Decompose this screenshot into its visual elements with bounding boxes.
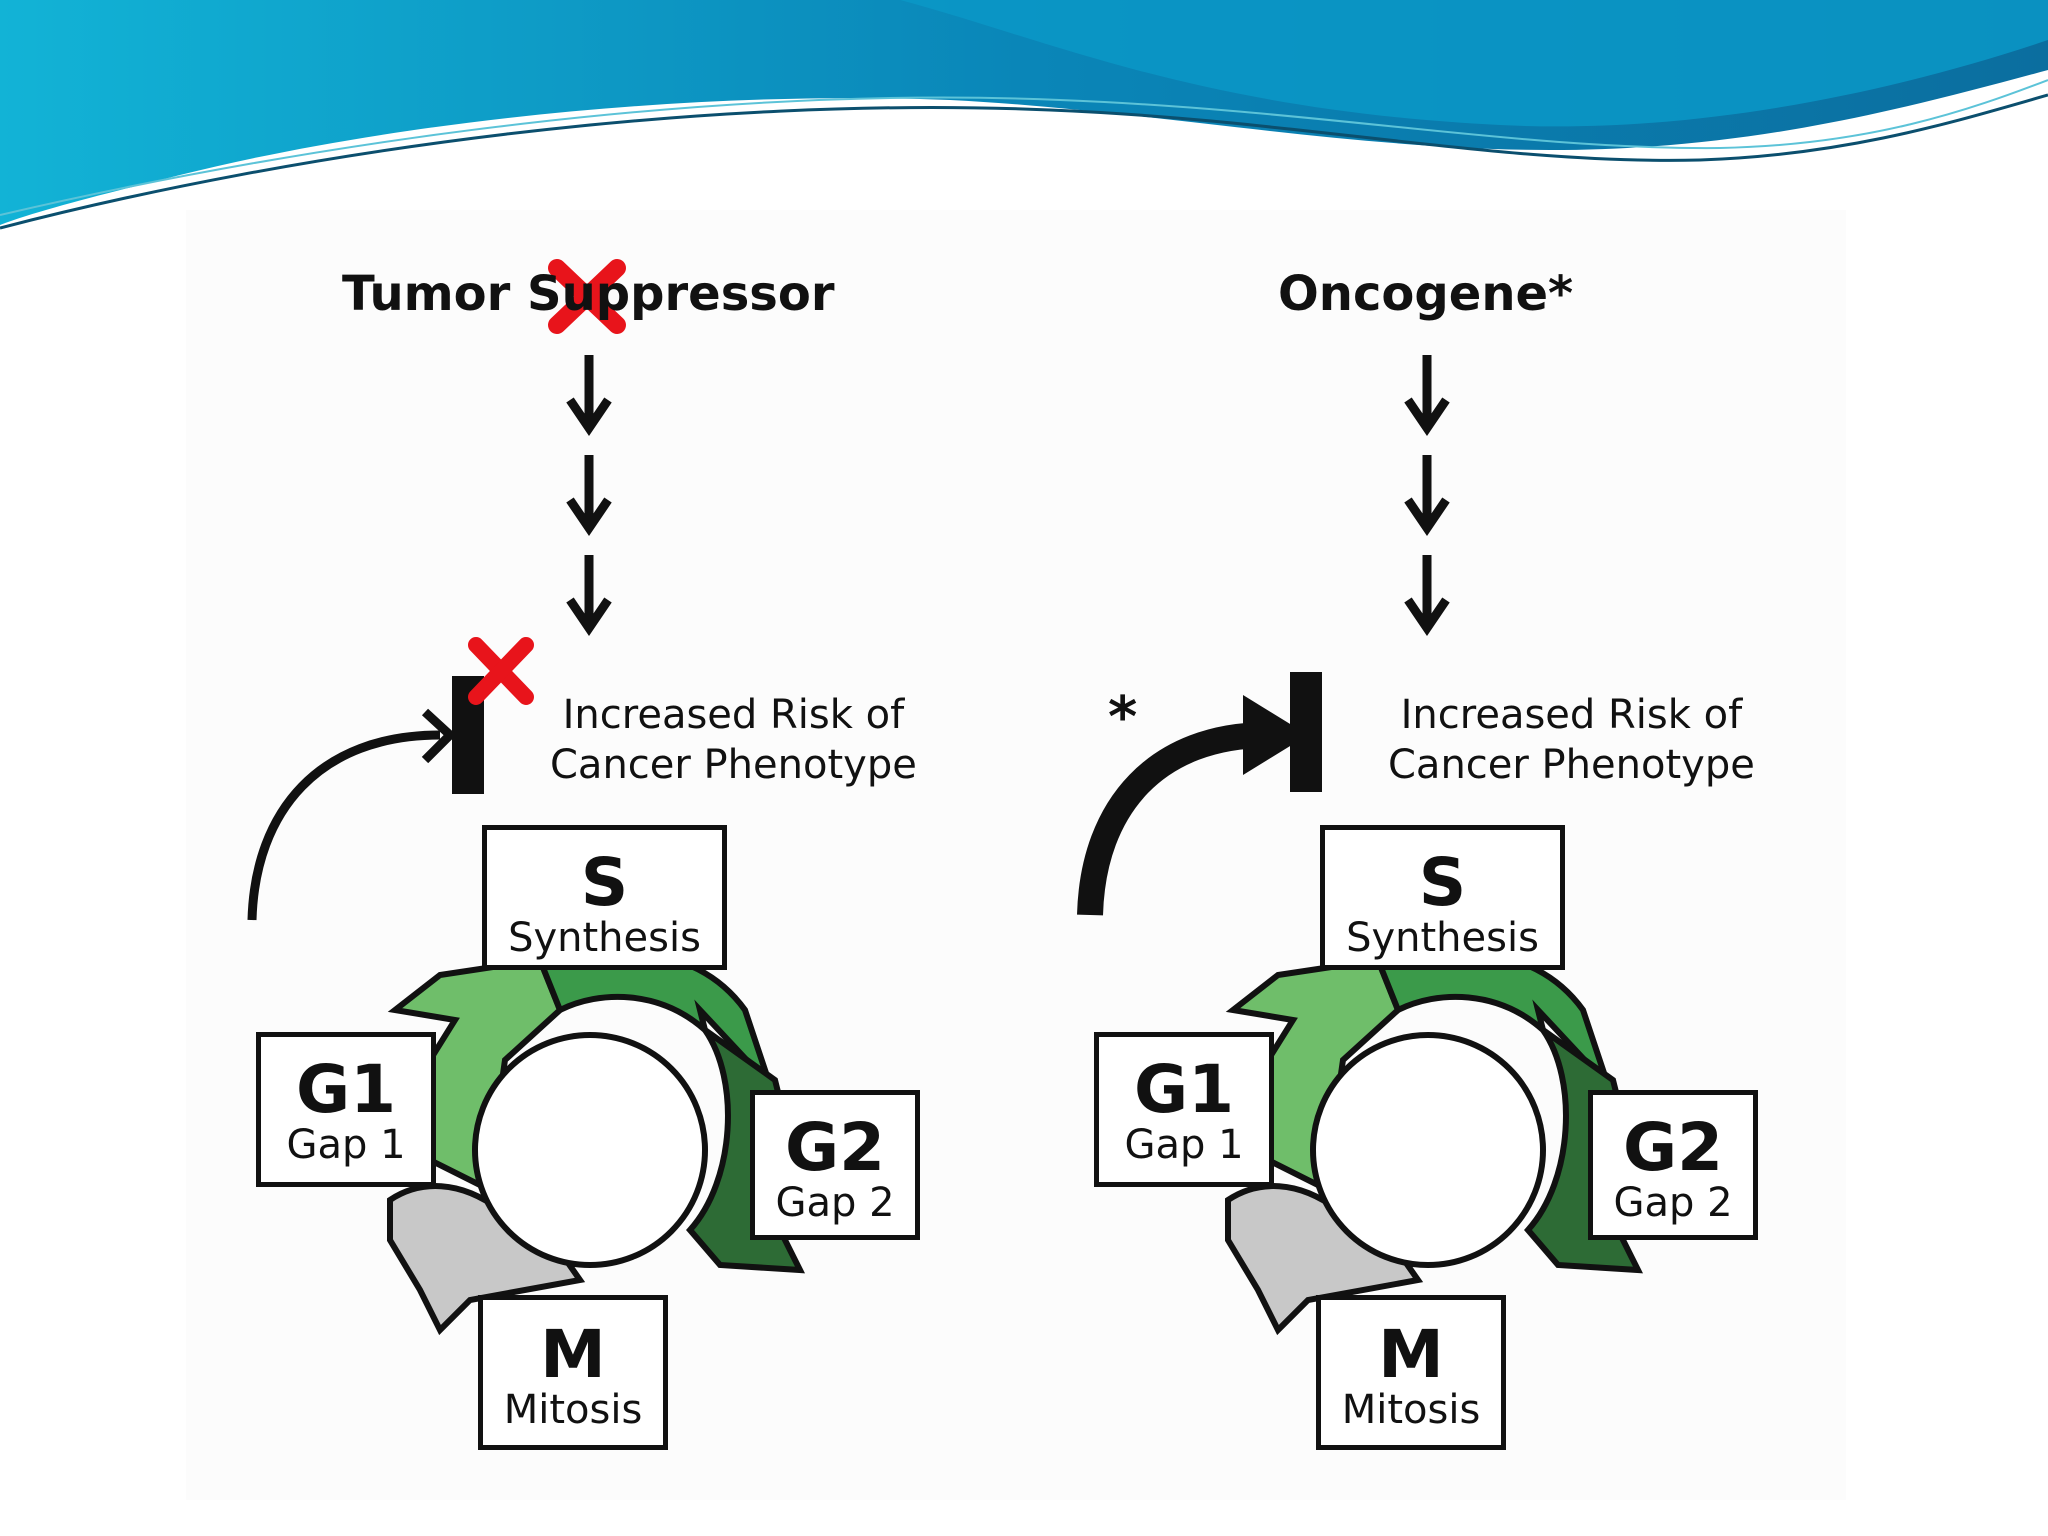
mitosis-phase-box: M Mitosis bbox=[1316, 1295, 1506, 1450]
down-arrow-1 bbox=[566, 355, 612, 437]
phase-name: Gap 2 bbox=[775, 1180, 895, 1226]
phase-code: G2 bbox=[1622, 1109, 1724, 1186]
phase-code: M bbox=[1378, 1316, 1444, 1393]
title-knockout-x bbox=[548, 259, 626, 334]
phase-name: Mitosis bbox=[503, 1387, 643, 1433]
gap2-phase-box: G2 Gap 2 bbox=[750, 1090, 920, 1240]
phase-name: Gap 1 bbox=[1124, 1122, 1244, 1168]
phase-code: M bbox=[540, 1316, 606, 1393]
header-wave-banner bbox=[0, 0, 2048, 230]
down-arrow-3 bbox=[1404, 555, 1450, 637]
m-arrow bbox=[387, 1183, 586, 1336]
phase-name: Synthesis bbox=[1346, 915, 1539, 961]
phase-code: S bbox=[580, 844, 629, 921]
down-arrows bbox=[1404, 355, 1450, 637]
risk-label-line-1: Increased Risk of bbox=[562, 692, 905, 738]
gap1-phase-box: G1 Gap 1 bbox=[1094, 1032, 1274, 1187]
down-arrow-3 bbox=[566, 555, 612, 637]
synthesis-phase-box: S Synthesis bbox=[1320, 825, 1565, 970]
risk-label-line-2: Cancer Phenotype bbox=[550, 742, 917, 788]
phase-code: G1 bbox=[1133, 1051, 1235, 1128]
inhibition-knockout-x bbox=[468, 637, 534, 705]
oncogene-graphics bbox=[1077, 355, 1644, 1336]
phase-code: G1 bbox=[295, 1051, 397, 1128]
phase-name: Mitosis bbox=[1341, 1387, 1481, 1433]
cell-cycle-ring bbox=[1225, 931, 1644, 1336]
risk-label-line-2: Cancer Phenotype bbox=[1388, 742, 1755, 788]
down-arrow-2 bbox=[1404, 455, 1450, 537]
inhibition-bar bbox=[1290, 672, 1322, 792]
gap2-phase-box: G2 Gap 2 bbox=[1588, 1090, 1758, 1240]
risk-label: Increased Risk of Cancer Phenotype bbox=[1388, 690, 1755, 790]
mitosis-phase-box: M Mitosis bbox=[478, 1295, 668, 1450]
m-arrow bbox=[1225, 1183, 1424, 1336]
oncogene-diagram: * Oncogene* Increased Risk of Cancer Phe… bbox=[838, 0, 1862, 1536]
phase-name: Gap 2 bbox=[1613, 1180, 1733, 1226]
phase-code: S bbox=[1418, 844, 1467, 921]
phase-name: Synthesis bbox=[508, 915, 701, 961]
risk-label-line-1: Increased Risk of bbox=[1400, 692, 1743, 738]
down-arrow-2 bbox=[566, 455, 612, 537]
phase-name: Gap 1 bbox=[286, 1122, 406, 1168]
enhanced-feedback-arrow bbox=[1077, 695, 1308, 916]
feedback-arrow bbox=[247, 708, 457, 921]
phase-code: G2 bbox=[784, 1109, 886, 1186]
risk-label: Increased Risk of Cancer Phenotype bbox=[550, 690, 917, 790]
asterisk-mark: * bbox=[1108, 685, 1138, 750]
tumor-suppressor-diagram: Tumor Suppressor Increased Risk of Cance… bbox=[247, 259, 920, 1450]
synthesis-phase-box: S Synthesis bbox=[482, 825, 727, 970]
ring-hub bbox=[472, 1032, 708, 1268]
gap1-phase-box: G1 Gap 1 bbox=[256, 1032, 436, 1187]
cell-cycle-ring bbox=[387, 931, 806, 1336]
ring-hub bbox=[1310, 1032, 1546, 1268]
tumor-suppressor-title: Tumor Suppressor bbox=[342, 266, 835, 322]
oncogene-title: Oncogene* bbox=[1278, 266, 1574, 322]
down-arrows bbox=[566, 355, 612, 637]
down-arrow-1 bbox=[1404, 355, 1450, 437]
